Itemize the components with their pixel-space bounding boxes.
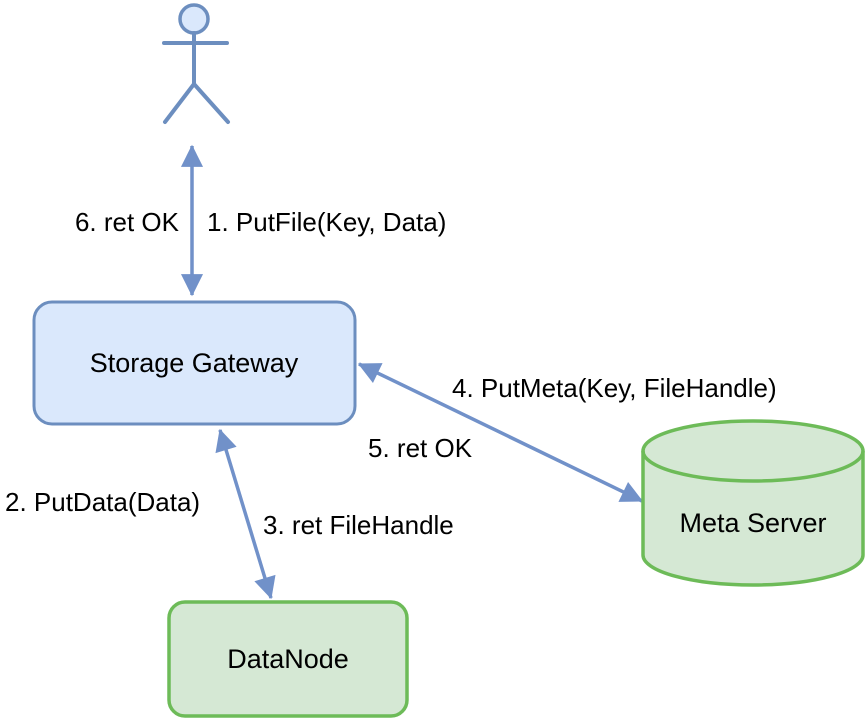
node-storage-gateway-label: Storage Gateway (90, 348, 299, 378)
actor-leg-right (192, 82, 230, 124)
node-datanode: DataNode (167, 600, 409, 718)
node-meta-server-rim (641, 450, 865, 483)
edge-label-putmeta: 4. PutMeta(Key, FileHandle) (452, 373, 777, 403)
node-datanode-shape (167, 600, 409, 718)
node-storage-gateway: Storage Gateway (32, 300, 357, 426)
edge-label-ret-ok-5: 5. ret OK (368, 433, 473, 463)
node-datanode-label: DataNode (227, 644, 349, 674)
actor-head (178, 3, 210, 35)
edge-gateway-metaserver (357, 362, 644, 503)
edge-label-putfile: 1. PutFile(Key, Data) (207, 207, 446, 237)
node-meta-server-label: Meta Server (679, 508, 826, 538)
edge-gateway-datanode (215, 428, 276, 600)
node-meta-server: Meta Server (641, 419, 865, 587)
actor-leg-left (163, 82, 196, 124)
edge-label-ret-ok-6: 6. ret OK (75, 207, 180, 237)
node-storage-gateway-shape (32, 300, 357, 426)
edge-label-putdata: 2. PutData(Data) (5, 487, 200, 517)
edge-label-ret-filehandle: 3. ret FileHandle (263, 510, 454, 540)
node-meta-server-shape (641, 419, 865, 587)
actor-icon (162, 3, 230, 124)
